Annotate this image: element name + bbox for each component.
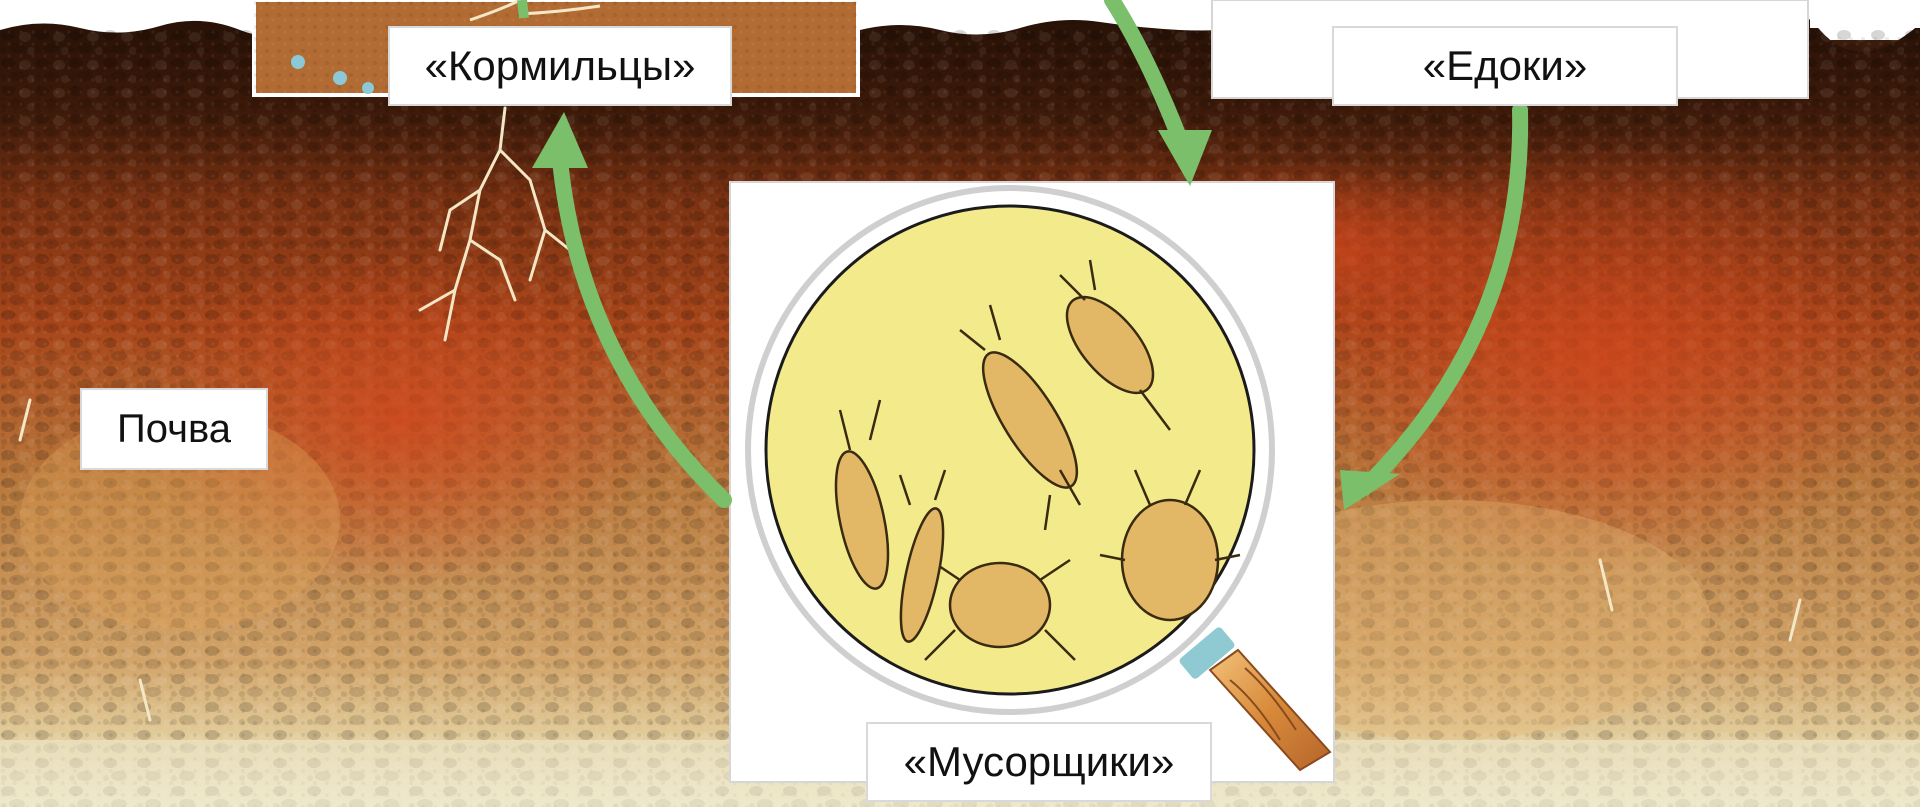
soil-label: Почва bbox=[80, 388, 268, 470]
consumers-label: «Едоки» bbox=[1332, 26, 1678, 106]
sky-gap bbox=[1810, 0, 1920, 28]
producers-label: «Кормильцы» bbox=[388, 26, 732, 106]
decomposers-label: «Мусорщики» bbox=[866, 722, 1212, 802]
